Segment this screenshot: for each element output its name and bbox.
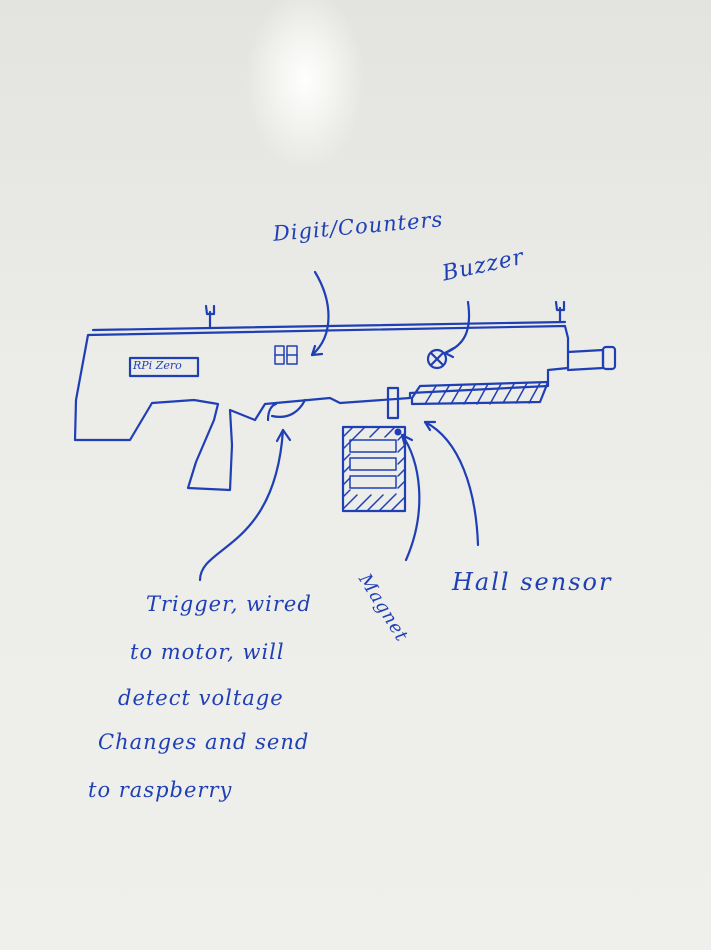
magazine <box>341 425 407 513</box>
blaster-outline <box>73 320 570 492</box>
leader-lines <box>198 270 480 582</box>
sensor-block <box>386 386 400 420</box>
trigger-note-line: detect voltage <box>118 686 284 710</box>
counter-digits <box>274 345 298 365</box>
rpi-box <box>128 356 200 378</box>
rear-sight <box>554 300 566 324</box>
buzzer-icon <box>426 348 448 370</box>
muzzle <box>566 345 617 372</box>
front-sight <box>204 304 216 330</box>
rpi-label: RPi Zero <box>133 359 182 372</box>
hall-sensor-label: Hall sensor <box>452 568 613 596</box>
trigger-note-line: Trigger, wired <box>146 592 312 616</box>
trigger-note-line: to motor, will <box>130 640 285 664</box>
magnet-dot <box>394 428 402 436</box>
trigger-note-line: Changes and send <box>98 730 310 754</box>
trigger <box>266 398 307 422</box>
barrel-hatching <box>410 380 550 406</box>
trigger-note-line: to raspberry <box>88 778 233 802</box>
